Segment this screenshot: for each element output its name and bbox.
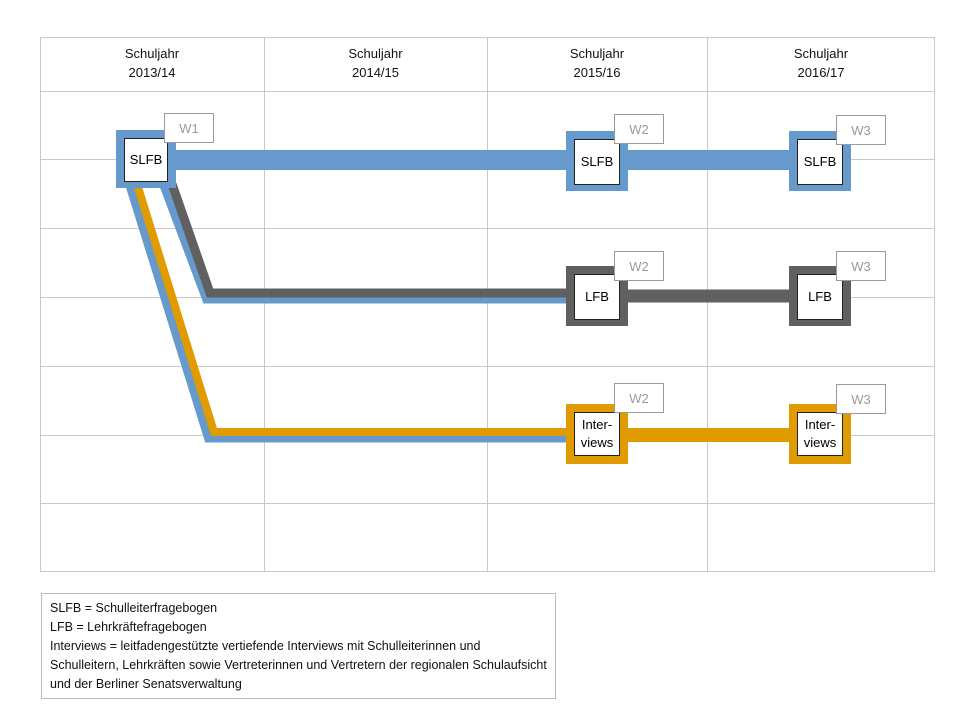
slfb-w1-label: SLFB (129, 152, 163, 167)
slfb-w1-box: SLFB (124, 138, 168, 182)
column-header-year: 2015/16 (573, 65, 621, 80)
column-header-label: Schuljahr (124, 46, 180, 61)
wave-label-w2: W2 (614, 383, 664, 413)
wave-label-w1: W1 (164, 113, 214, 143)
column-header-year: 2013/14 (128, 65, 176, 80)
column-header-2013-14: Schuljahr 2013/14 (40, 44, 264, 84)
wave-label-text: W3 (851, 122, 871, 138)
interviews-w2-label-line1: Inter- (581, 417, 613, 432)
legend-line-slfb: SLFB = Schulleiterfragebogen (50, 601, 218, 615)
lfb-branch (167, 182, 572, 298)
column-header-2014-15: Schuljahr 2014/15 (264, 44, 487, 84)
slfb-w2-box: SLFB (574, 139, 620, 185)
legend-line-interviews: Interviews = leitfadengestützte vertiefe… (50, 639, 547, 691)
wave-label-w3: W3 (836, 115, 886, 145)
legend: SLFB = Schulleiterfragebogen LFB = Lehrk… (41, 593, 556, 699)
interviews-branch (133, 182, 572, 436)
column-header-2016-17: Schuljahr 2016/17 (707, 44, 935, 84)
lfb-branch-underlay (159, 182, 572, 304)
lfb-w2-label: LFB (585, 289, 609, 304)
legend-line-lfb: LFB = Lehrkräftefragebogen (50, 620, 207, 634)
lfb-w2-box: LFB (574, 274, 620, 320)
interviews-w3-box: Inter- views (797, 412, 843, 456)
column-header-label: Schuljahr (348, 46, 403, 61)
wave-label-text: W3 (851, 258, 871, 274)
connections (125, 150, 800, 443)
interviews-w3-label-line1: Inter- (804, 417, 836, 432)
column-header-year: 2016/17 (797, 65, 845, 80)
lfb-w3-box: LFB (797, 274, 843, 320)
timeline-diagram (40, 37, 935, 572)
wave-label-w2: W2 (614, 251, 664, 281)
wave-label-w2: W2 (614, 114, 664, 144)
wave-label-text: W2 (629, 121, 649, 137)
column-header-label: Schuljahr (569, 46, 625, 61)
wave-label-text: W2 (629, 258, 649, 274)
column-header-label: Schuljahr (793, 46, 849, 61)
interviews-w2-box: Inter- views (574, 412, 620, 456)
slfb-w3-box: SLFB (797, 139, 843, 185)
wave-label-text: W1 (179, 120, 199, 136)
wave-label-w3: W3 (836, 251, 886, 281)
interviews-w2-label-line2: views (580, 435, 614, 450)
column-header-year: 2014/15 (352, 65, 399, 80)
wave-label-text: W3 (851, 391, 871, 407)
lfb-w3-label: LFB (808, 289, 832, 304)
interviews-w3-label-line2: views (803, 435, 837, 450)
slfb-w2-label: SLFB (580, 154, 614, 169)
column-header-2015-16: Schuljahr 2015/16 (487, 44, 707, 84)
interviews-branch-underlay (125, 183, 572, 443)
slfb-w3-label: SLFB (803, 154, 837, 169)
wave-label-w3: W3 (836, 384, 886, 414)
wave-label-text: W2 (629, 390, 649, 406)
